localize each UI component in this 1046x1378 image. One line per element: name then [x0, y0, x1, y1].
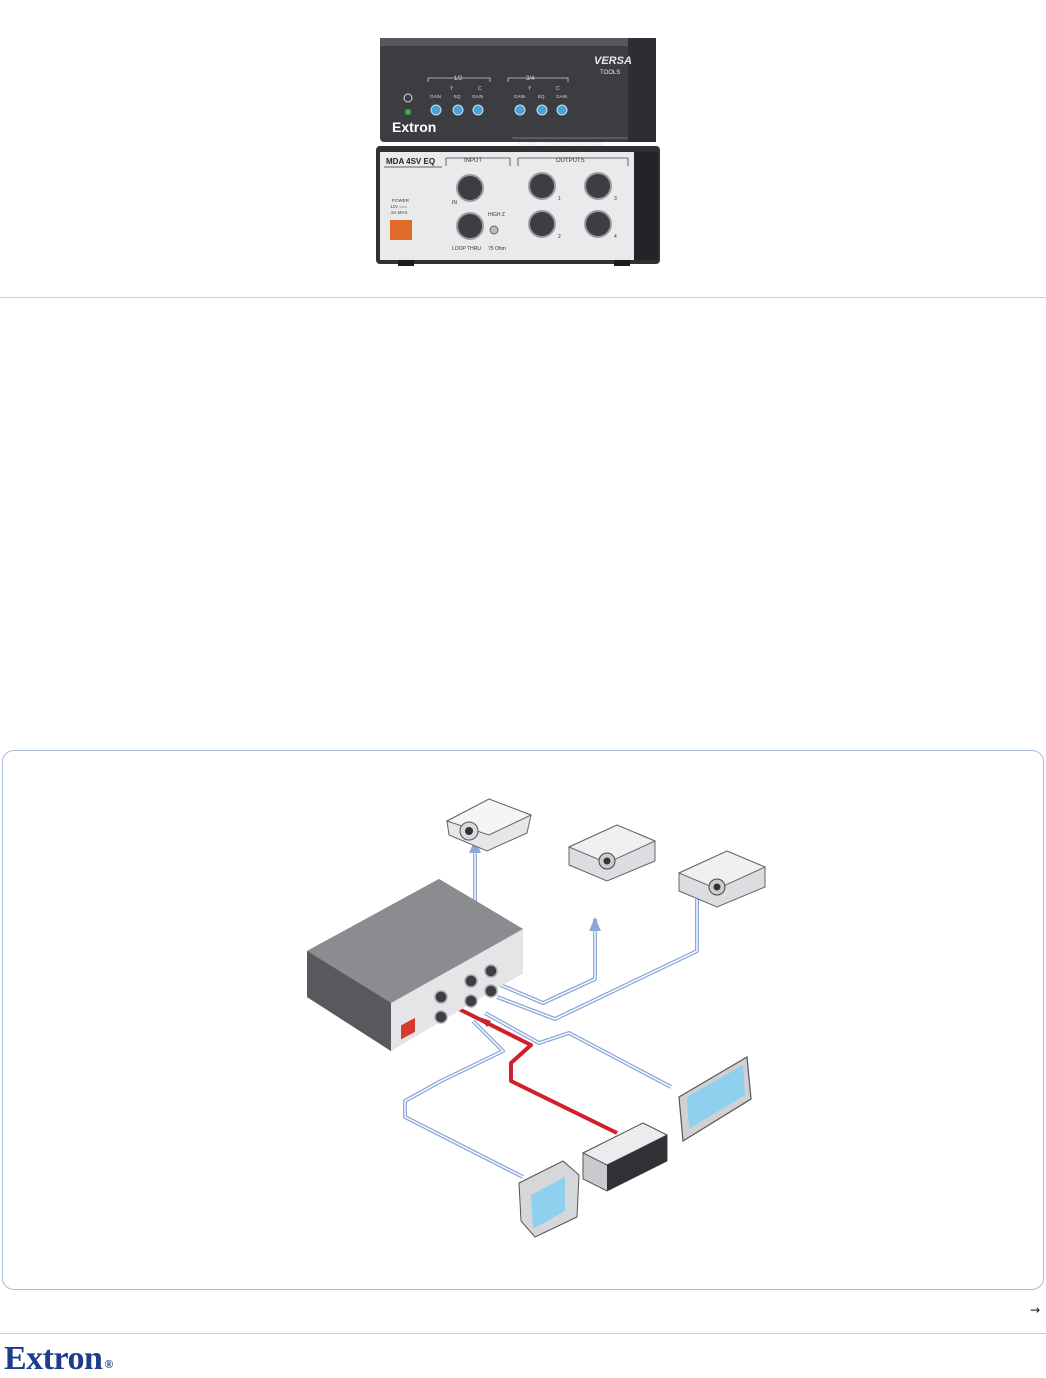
knob-label: GAIN	[514, 94, 525, 99]
input-label: INPUT	[464, 158, 482, 164]
power-indicator-icon	[403, 93, 413, 115]
application-diagram	[307, 798, 767, 1238]
knob-label: GAIN	[472, 94, 483, 99]
projector-icon	[445, 798, 533, 852]
power-label: POWER	[392, 198, 410, 203]
loop-thru-label: LOOP THRU	[452, 246, 481, 252]
output-number: 3	[614, 196, 617, 202]
input-number: IN	[452, 200, 457, 206]
divider	[0, 297, 1046, 298]
model-label: MDA 4SV EQ	[386, 157, 435, 166]
projector-icon	[567, 824, 657, 882]
logo-text: Extron	[4, 1340, 103, 1377]
flat-panel-monitor-icon	[678, 1056, 752, 1143]
cable-vcr-input	[442, 999, 618, 1135]
group-2-label: 3/4	[526, 76, 535, 82]
vcr-icon	[581, 1122, 669, 1192]
output-number: 2	[558, 234, 561, 240]
unit-caption: S-VIDEO DISTRIBUTION AMPLIFIER	[518, 142, 603, 148]
ohm-label: 75 Ohm	[488, 246, 506, 252]
distribution-amplifier-device	[307, 879, 523, 1051]
group-1-label: 1/2	[454, 76, 463, 82]
c-label-2: C	[556, 86, 560, 92]
knob-label: GAIN	[556, 94, 567, 99]
product-photo: VERSA TOOLS 1/2 3/4 Y C Y C GAIN EQ GAIN…	[368, 24, 668, 274]
c-label-1: C	[478, 86, 482, 92]
unit-brand-logo: Extron	[392, 119, 436, 135]
series-label: VERSA	[594, 55, 632, 67]
power-label: 12V ===	[390, 204, 408, 209]
svideo-jacks	[456, 172, 612, 240]
registered-mark: ®	[104, 1357, 113, 1371]
application-diagram-panel	[2, 750, 1044, 1290]
footer-brand-logo: Extron®	[4, 1340, 113, 1378]
projector-icon	[677, 850, 767, 908]
next-page-arrow-icon[interactable]: →	[1030, 1303, 1041, 1317]
outputs-label: OUTPUTS	[556, 158, 585, 164]
knob-label: EQ	[454, 94, 461, 99]
output-number: 4	[614, 234, 617, 240]
crt-television-icon	[518, 1160, 580, 1238]
cable-crt-tv	[403, 1019, 524, 1179]
power-connector	[390, 220, 412, 240]
y-label-2: Y	[528, 86, 532, 92]
series-sub-label: TOOLS	[600, 70, 620, 76]
knob-label: GAIN	[430, 94, 441, 99]
high-z-label: HIGH Z	[488, 212, 505, 218]
y-label-1: Y	[450, 86, 454, 92]
power-label: .5A MAX	[390, 210, 408, 215]
adjustment-knobs	[430, 104, 568, 116]
footer-divider	[0, 1333, 1046, 1334]
knob-label: EQ	[538, 94, 545, 99]
output-number: 1	[558, 196, 561, 202]
